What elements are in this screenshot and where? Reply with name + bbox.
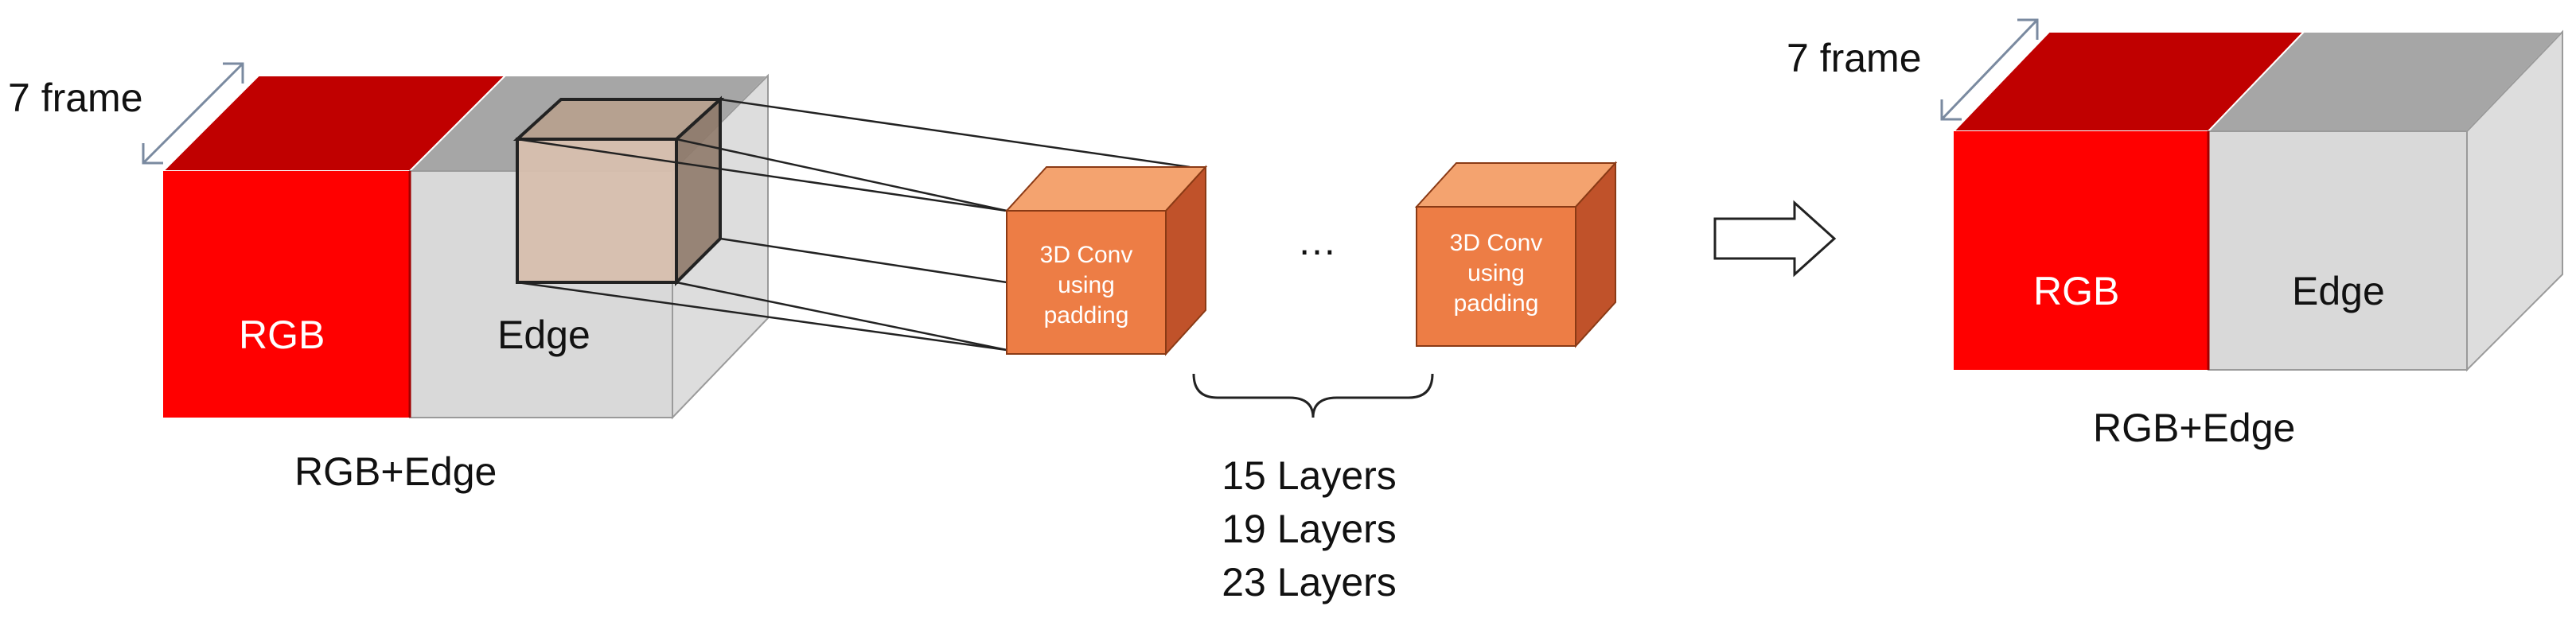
- layer-option-19: 19 Layers: [1222, 507, 1397, 551]
- conv-2-line1: 3D Conv: [1450, 230, 1543, 256]
- output-frame-arrow: [1940, 18, 2039, 121]
- ellipsis: …: [1297, 219, 1337, 263]
- conv-block-1: 3D Conv using padding: [1004, 165, 1208, 356]
- output-edge-label: Edge: [2292, 269, 2385, 313]
- layer-option-15: 15 Layers: [1222, 453, 1397, 498]
- output-rgb-label: RGB: [2033, 269, 2119, 313]
- conv-2-line2: using: [1467, 260, 1525, 286]
- conv-2-line3: padding: [1454, 290, 1539, 317]
- conv-2-front-face: [1416, 206, 1576, 347]
- conv-1-front-face: [1006, 210, 1167, 355]
- input-frame-label: 7 frame: [8, 76, 143, 120]
- conv-1-line1: 3D Conv: [1040, 242, 1133, 268]
- input-edge-label: Edge: [497, 313, 590, 357]
- hollow-arrow-icon: [1713, 200, 1837, 278]
- output-edge-front-face: [2208, 130, 2468, 371]
- input-volume: 7 frame RGB Edge RGB+Edge: [8, 62, 1191, 494]
- output-rgb-front-face: [1954, 131, 2208, 370]
- kernel-cube: [512, 95, 725, 286]
- output-volume: 7 frame RGB Edge RGB+Edge: [1787, 18, 2565, 450]
- output-caption: RGB+Edge: [2093, 406, 2295, 450]
- input-frame-arrow: [142, 62, 244, 165]
- conv-1-line3: padding: [1044, 302, 1129, 328]
- kernel-front-face: [516, 138, 678, 284]
- layer-option-23: 23 Layers: [1222, 560, 1397, 604]
- conv-block-2: 3D Conv using padding: [1414, 161, 1618, 348]
- input-caption: RGB+Edge: [294, 449, 497, 494]
- output-frame-label: 7 frame: [1787, 36, 1922, 80]
- conv-1-line2: using: [1058, 272, 1115, 298]
- kernel-projection-lines: [516, 98, 1191, 352]
- layers-brace: [1192, 373, 1434, 418]
- input-rgb-label: RGB: [239, 313, 325, 357]
- input-rgb-front-face: [163, 171, 410, 418]
- layer-options: 15 Layers 19 Layers 23 Layers: [1222, 453, 1397, 604]
